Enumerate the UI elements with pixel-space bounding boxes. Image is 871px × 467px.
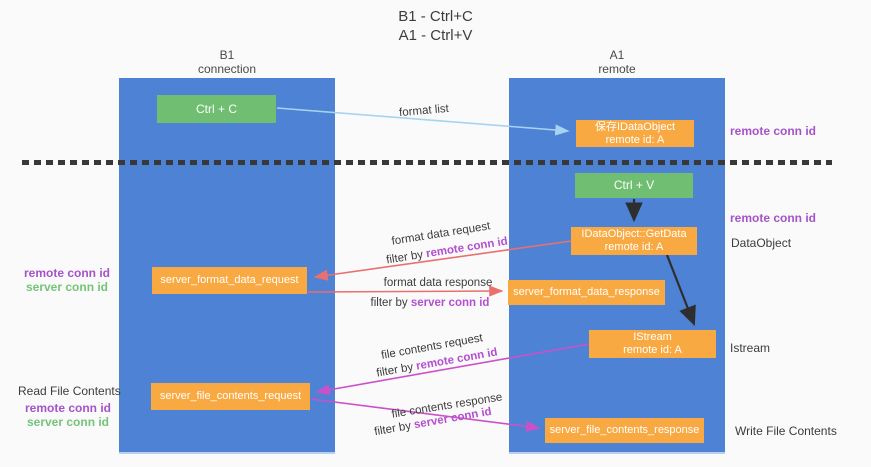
label-format-list: format list <box>398 102 450 120</box>
lane-b1-name: B1 <box>219 48 235 62</box>
filter-by-text: filter by <box>370 297 411 309</box>
server-file-contents-response-label: server_file_contents_response <box>549 424 700 436</box>
lane-a1-role: remote <box>598 62 636 76</box>
lane-b1-role: connection <box>197 62 257 76</box>
getdata-line2: remote id: A <box>604 241 664 253</box>
annotation-dataobject: DataObject <box>731 236 792 250</box>
annotation-conn-ids-format: remote conn id server conn id <box>22 266 112 294</box>
title-line-2: A1 - Ctrl+V <box>398 27 473 44</box>
format-data-response-arrow <box>307 285 504 297</box>
server-conn-id-emph: server conn id <box>410 297 490 309</box>
ctrl-v-box: Ctrl + V <box>575 173 693 198</box>
filter-by-text: filter by <box>373 419 416 439</box>
annotation-write-file-contents: Write File Contents <box>735 424 837 438</box>
label-filter-server-conn-id-format: filter by server conn id <box>371 297 490 309</box>
label-format-data-response: format data response <box>383 277 493 289</box>
ctrl-c-label: Ctrl + C <box>195 101 237 116</box>
idataobject-getdata-box: IDataObject::GetData remote id: A <box>571 227 697 255</box>
istream-line1: IStream <box>633 331 672 343</box>
annotation-remote-conn-id-left: remote conn id <box>23 266 110 280</box>
server-format-data-request-box: server_format_data_request <box>152 267 307 294</box>
annotation-server-conn-id-bottom: server conn id <box>26 415 110 429</box>
server-format-data-response-box: server_format_data_response <box>508 280 665 305</box>
lane-header-a1: A1 remote <box>509 48 725 76</box>
annotation-read-file-contents-group: Read File Contents remote conn id server… <box>18 384 121 429</box>
istream-line2: remote id: A <box>623 344 682 356</box>
server-format-data-response-label: server_format_data_response <box>513 286 660 298</box>
annotation-remote-conn-id-bottom: remote conn id <box>24 401 111 415</box>
getdata-line1: IDataObject::GetData <box>581 228 687 240</box>
server-file-contents-response-box: server_file_contents_response <box>545 418 704 443</box>
annotation-istream: Istream <box>730 341 771 355</box>
ctrl-c-box: Ctrl + C <box>157 95 276 123</box>
filter-by-text: filter by <box>385 248 428 267</box>
server-format-data-request-label: server_format_data_request <box>160 274 299 286</box>
lane-a1-name: A1 <box>609 48 625 62</box>
ctrl-v-label: Ctrl + V <box>613 178 655 192</box>
annotation-read-file-contents: Read File Contents <box>18 384 121 398</box>
clipboard-boundary-dashed-line <box>22 160 832 165</box>
annotation-remote-conn-id-mid: remote conn id <box>730 211 817 225</box>
annotation-server-conn-id-left: server conn id <box>25 280 109 294</box>
save-idataobject-box: 保存IDataObject remote id: A <box>576 120 694 147</box>
filter-by-text: filter by <box>375 360 418 380</box>
lane-header-b1: B1 connection <box>119 48 335 76</box>
annotation-remote-conn-id-top: remote conn id <box>730 124 817 138</box>
title-line-1: B1 - Ctrl+C <box>398 8 473 25</box>
diagram-title: B1 - Ctrl+C A1 - Ctrl+V <box>0 7 871 45</box>
save-idataobject-line2: remote id: A <box>605 133 665 146</box>
save-idataobject-line1: 保存IDataObject <box>594 120 676 133</box>
server-file-contents-request-box: server_file_contents_request <box>151 383 310 410</box>
istream-box: IStream remote id: A <box>589 330 716 358</box>
server-file-contents-request-label: server_file_contents_request <box>159 390 302 402</box>
